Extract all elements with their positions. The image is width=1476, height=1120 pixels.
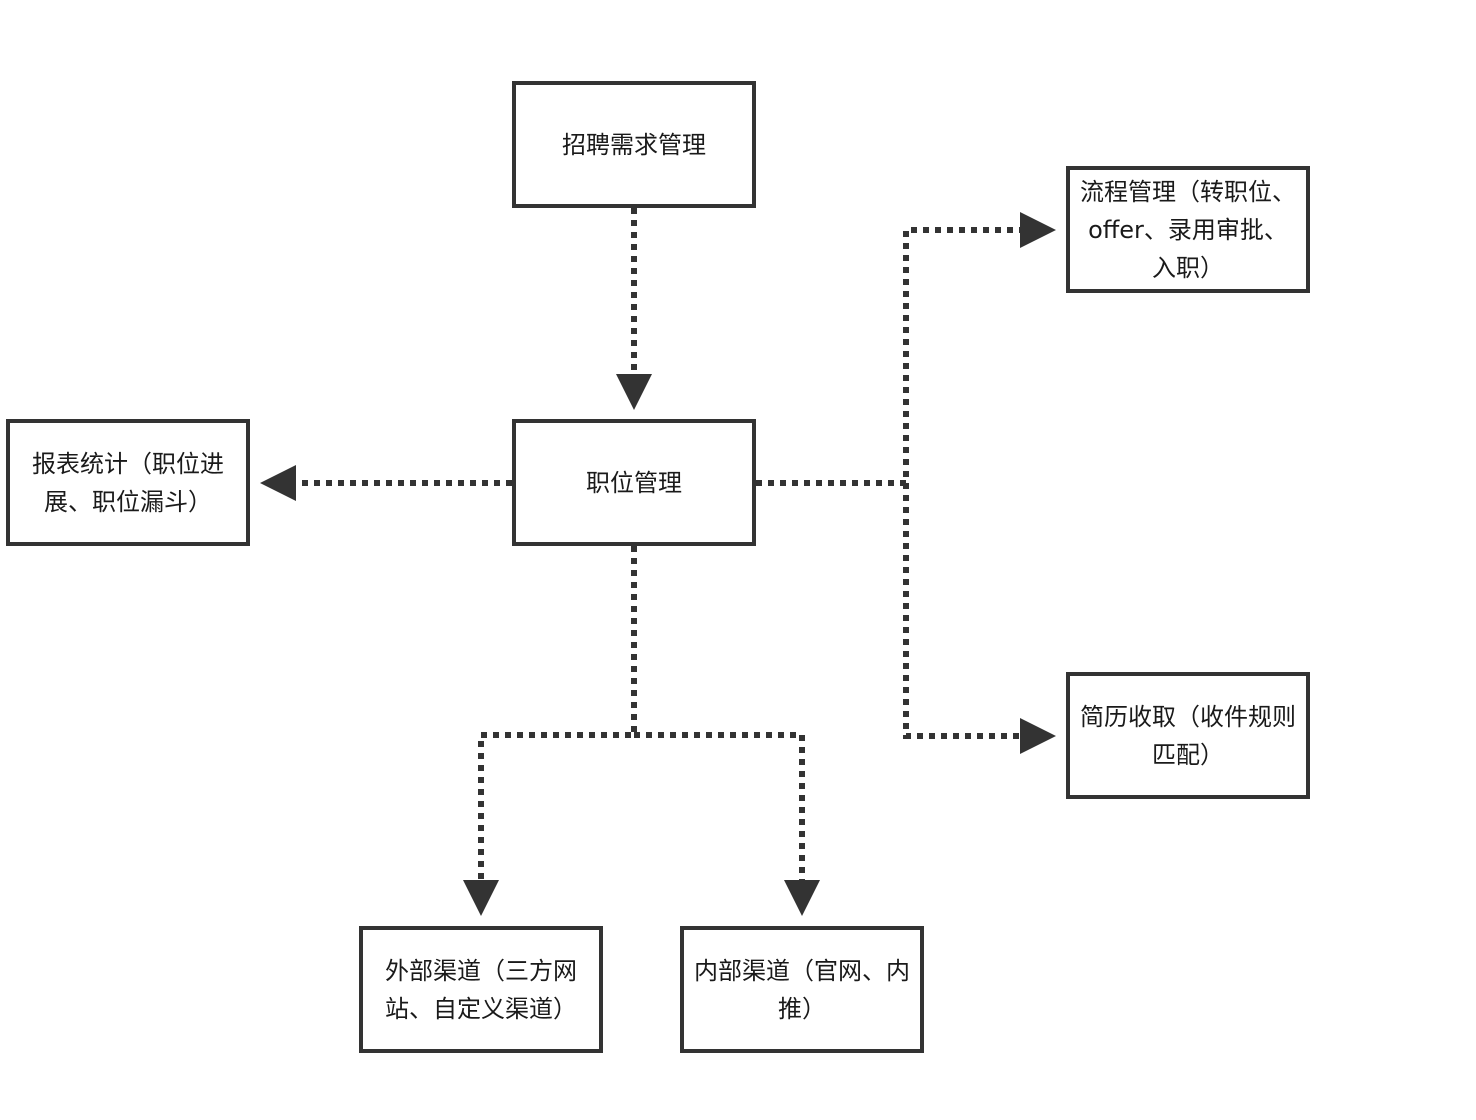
node-report-statistics[interactable]: 报表统计（职位进展、职位漏斗）: [6, 419, 250, 546]
node-label: 外部渠道（三方网站、自定义渠道）: [385, 956, 577, 1023]
node-process-management[interactable]: 流程管理（转职位、offer、录用审批、入职）: [1066, 166, 1310, 293]
node-label: 职位管理: [586, 468, 682, 497]
node-recruit-demand[interactable]: 招聘需求管理: [512, 81, 756, 208]
node-label: 报表统计（职位进展、职位漏斗）: [32, 449, 224, 516]
edge-position-to-internal: [634, 732, 820, 916]
node-resume-collection[interactable]: 简历收取（收件规则匹配）: [1066, 672, 1310, 799]
edge-position-to-process: [756, 212, 1056, 486]
node-label: 简历收取（收件规则匹配）: [1080, 702, 1296, 769]
edge-position-to-resume: [903, 483, 1056, 754]
node-internal-channel[interactable]: 内部渠道（官网、内推）: [680, 926, 924, 1053]
node-label: 流程管理（转职位、offer、录用审批、入职）: [1080, 177, 1296, 282]
node-position-management[interactable]: 职位管理: [512, 419, 756, 546]
edge-position-to-external: [463, 546, 637, 916]
node-label: 招聘需求管理: [562, 130, 706, 159]
node-external-channel[interactable]: 外部渠道（三方网站、自定义渠道）: [359, 926, 603, 1053]
node-label: 内部渠道（官网、内推）: [694, 956, 910, 1023]
